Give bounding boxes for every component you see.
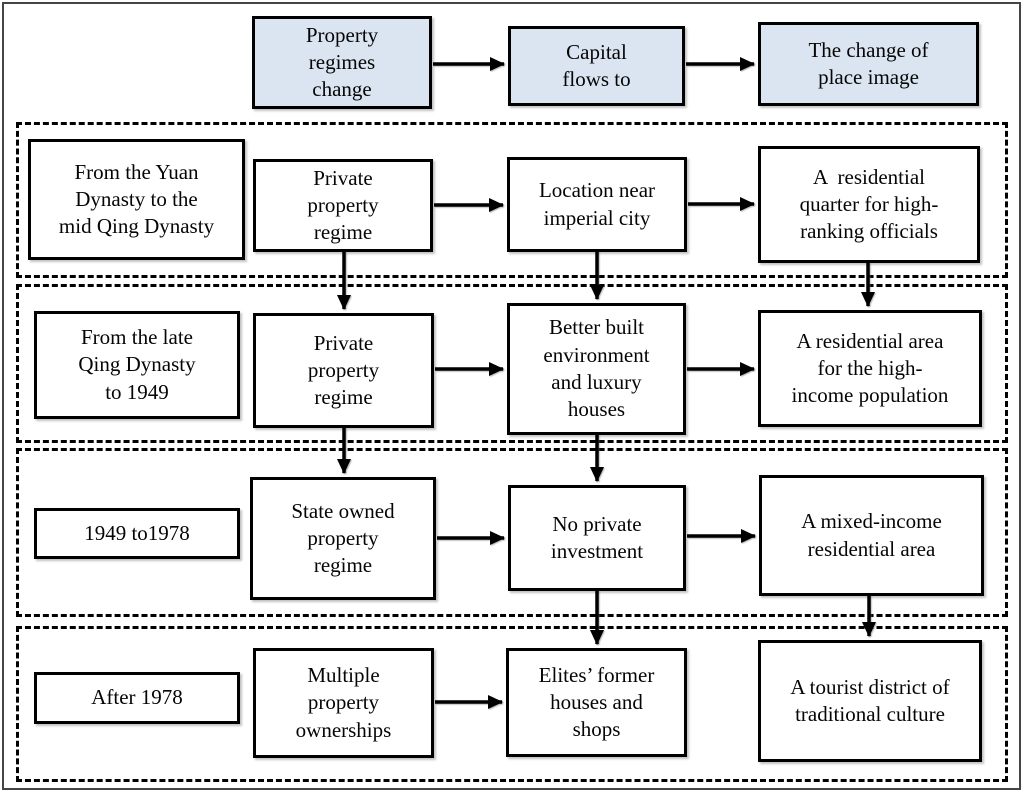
capital-box-row2: Better built environment and luxury hous…	[507, 303, 686, 435]
header-box-property-regimes-change: Property regimes change	[252, 16, 432, 109]
period-label-row1: From the Yuan Dynasty to the mid Qing Dy…	[28, 139, 245, 260]
period-label-row3: 1949 to1978	[34, 508, 240, 559]
regime-box-row3: State owned property regime	[250, 477, 436, 600]
capital-box-row3: No private investment	[508, 485, 686, 591]
regime-box-row2: Private property regime	[253, 313, 434, 428]
period-band-row1	[16, 122, 1008, 278]
place-image-box-row4: A tourist district of traditional cultur…	[758, 640, 982, 762]
header-box-change-of-place-image: The change of place image	[758, 22, 979, 106]
place-image-box-row1: A residential quarter for high- ranking …	[758, 146, 980, 263]
regime-box-row1: Private property regime	[253, 159, 433, 252]
period-band-row3	[16, 448, 1008, 617]
capital-box-row1: Location near imperial city	[507, 157, 687, 252]
period-band-row4	[16, 626, 1008, 782]
period-label-row2: From the late Qing Dynasty to 1949	[34, 311, 240, 419]
place-image-box-row3: A mixed-income residential area	[759, 475, 984, 596]
regime-box-row4: Multiple property ownerships	[253, 648, 434, 758]
capital-box-row4: Elites’ former houses and shops	[506, 648, 687, 757]
period-label-row4: After 1978	[34, 672, 240, 724]
place-image-box-row2: A residential area for the high- income …	[758, 310, 982, 427]
period-band-row2	[16, 284, 1008, 443]
header-box-capital-flows-to: Capital flows to	[508, 26, 685, 106]
